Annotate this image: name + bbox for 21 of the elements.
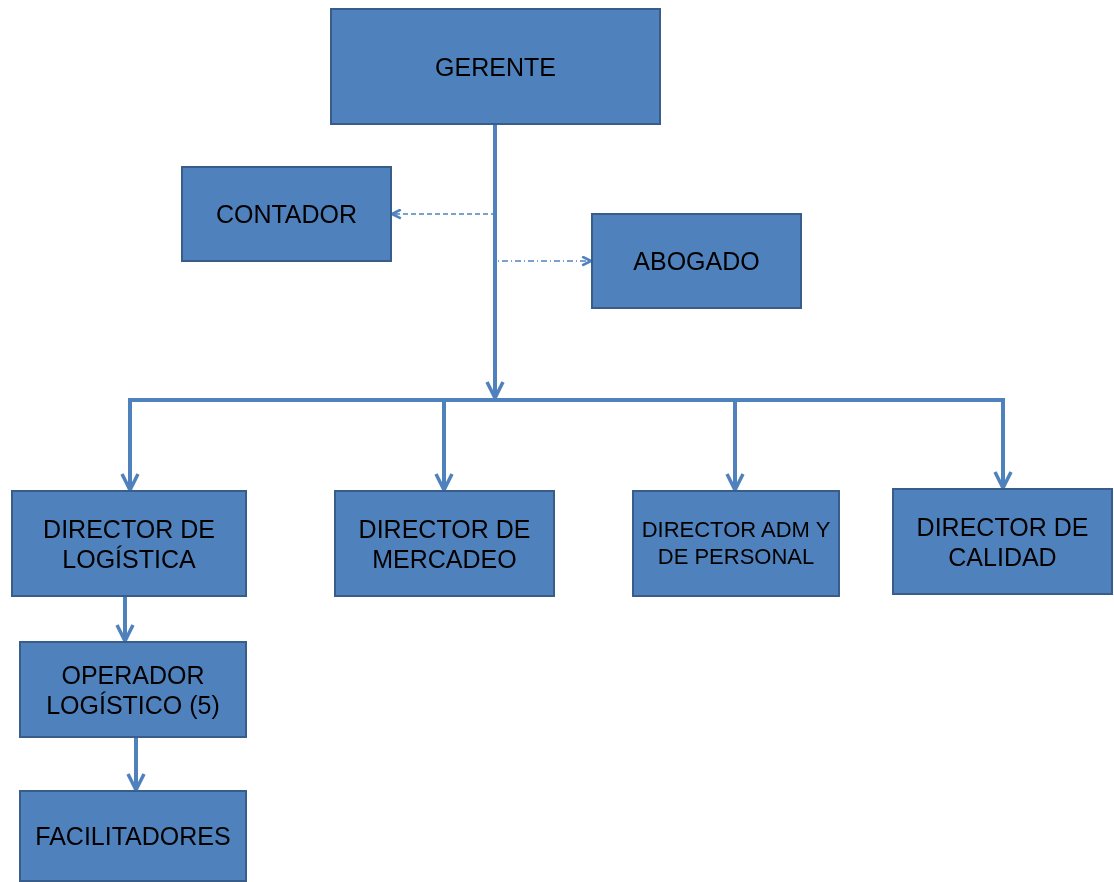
arrow [115, 597, 135, 643]
org-box [591, 213, 802, 309]
arrow [126, 738, 146, 792]
role-label: DIRECTOR DE LOGÍSTICA [42, 513, 216, 574]
org-box [19, 641, 247, 738]
org-box [892, 488, 1113, 595]
org-box [334, 490, 555, 597]
org-box [632, 490, 840, 597]
org-box [181, 166, 392, 262]
trunk-arrow [485, 125, 505, 400]
role-label: GERENTE [435, 51, 556, 82]
role-label: CONTADOR [215, 199, 358, 229]
role-label: DIRECTOR DE CALIDAD [915, 511, 1090, 572]
role-label: FACILITADORES [35, 821, 231, 851]
org-box [19, 790, 247, 882]
org-box [330, 8, 661, 125]
role-label: ABOGADO [633, 246, 760, 276]
role-label: DIRECTOR ADM Y DE PERSONAL [640, 517, 832, 570]
role-label: OPERADOR LOGÍSTICO (5) [45, 659, 221, 720]
org-box [11, 490, 247, 597]
role-label: DIRECTOR DE MERCADEO [357, 513, 532, 574]
